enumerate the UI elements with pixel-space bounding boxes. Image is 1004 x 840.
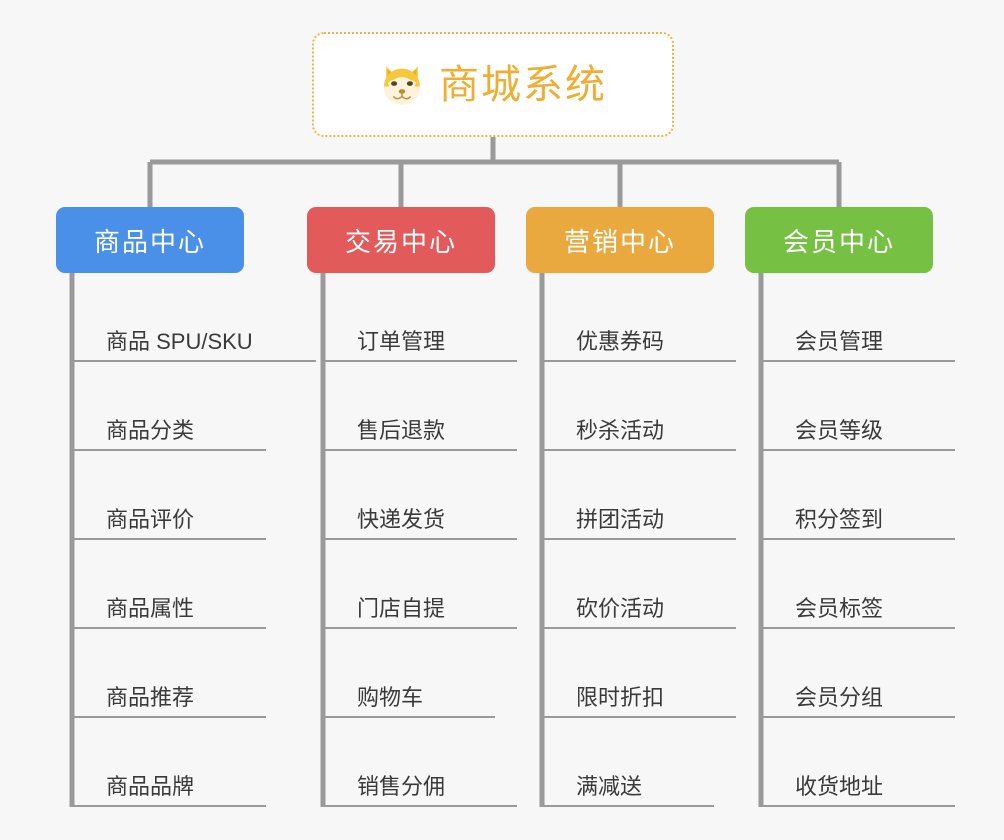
root-title: 商城系统 [439, 62, 607, 107]
leaf-item-label: 门店自提 [323, 596, 517, 629]
leaf-item[interactable]: 商品分类 [72, 362, 316, 451]
leaf-item-label: 商品品牌 [72, 774, 266, 807]
leaf-item-label: 限时折扣 [542, 685, 736, 718]
leaf-item[interactable]: 商品评价 [72, 451, 316, 540]
leaf-item[interactable]: 拼团活动 [542, 451, 736, 540]
leaf-item-label: 订单管理 [323, 329, 517, 362]
category-box-1[interactable]: 商品中心 [56, 207, 244, 273]
leaf-item[interactable]: 满减送 [542, 718, 736, 807]
leaf-column-4: 会员管理会员等级积分签到会员标签会员分组收货地址 [761, 273, 955, 807]
leaf-item[interactable]: 会员分组 [761, 629, 955, 718]
category-label: 会员中心 [782, 226, 895, 257]
leaf-item[interactable]: 商品推荐 [72, 629, 316, 718]
shiba-dog-face-icon [384, 65, 420, 104]
leaf-item[interactable]: 商品属性 [72, 540, 316, 629]
leaf-column-2: 订单管理售后退款快递发货门店自提购物车销售分佣 [323, 273, 517, 807]
root-node[interactable]: 商城系统 [312, 32, 674, 137]
leaf-item-label: 销售分佣 [323, 774, 517, 807]
leaf-item-label: 会员管理 [761, 329, 955, 362]
category-box-2[interactable]: 交易中心 [307, 207, 495, 273]
leaf-item-label: 秒杀活动 [542, 418, 736, 451]
category-box-4[interactable]: 会员中心 [745, 207, 933, 273]
leaf-item[interactable]: 限时折扣 [542, 629, 736, 718]
category-label: 交易中心 [344, 226, 457, 257]
leaf-item-label: 会员标签 [761, 596, 955, 629]
leaf-item-label: 商品属性 [72, 596, 266, 629]
leaf-item-label: 拼团活动 [542, 507, 736, 540]
leaf-item[interactable]: 积分签到 [761, 451, 955, 540]
leaf-item-label: 会员等级 [761, 418, 955, 451]
leaf-item-label: 快递发货 [323, 507, 517, 540]
leaf-item-label: 购物车 [323, 685, 495, 718]
leaf-item[interactable]: 订单管理 [323, 273, 517, 362]
leaf-column-3: 优惠券码秒杀活动拼团活动砍价活动限时折扣满减送 [542, 273, 736, 807]
leaf-item[interactable]: 会员标签 [761, 540, 955, 629]
leaf-item[interactable]: 会员等级 [761, 362, 955, 451]
leaf-item-label: 收货地址 [761, 774, 955, 807]
leaf-item[interactable]: 会员管理 [761, 273, 955, 362]
leaf-item[interactable]: 优惠券码 [542, 273, 736, 362]
leaf-item-label: 商品评价 [72, 507, 266, 540]
leaf-item-label: 商品分类 [72, 418, 266, 451]
leaf-item[interactable]: 商品 SPU/SKU [72, 273, 316, 362]
leaf-item-label: 积分签到 [761, 507, 955, 540]
leaf-item-label: 商品推荐 [72, 685, 266, 718]
category-label: 商品中心 [93, 226, 206, 257]
leaf-item[interactable]: 购物车 [323, 629, 517, 718]
leaf-item-label: 售后退款 [323, 418, 517, 451]
leaf-item-label: 会员分组 [761, 685, 955, 718]
leaf-item-label: 优惠券码 [542, 329, 736, 362]
leaf-item[interactable]: 门店自提 [323, 540, 517, 629]
leaf-item-label: 满减送 [542, 774, 714, 807]
leaf-item[interactable]: 商品品牌 [72, 718, 316, 807]
leaf-item[interactable]: 销售分佣 [323, 718, 517, 807]
leaf-item-label: 砍价活动 [542, 596, 736, 629]
category-label: 营销中心 [563, 226, 676, 257]
category-box-3[interactable]: 营销中心 [526, 207, 714, 273]
leaf-column-1: 商品 SPU/SKU 商品分类商品评价商品属性商品推荐商品品牌 [72, 273, 316, 807]
leaf-item-label: 商品 SPU/SKU [72, 329, 316, 362]
leaf-item[interactable]: 快递发货 [323, 451, 517, 540]
leaf-item[interactable]: 砍价活动 [542, 540, 736, 629]
leaf-item[interactable]: 售后退款 [323, 362, 517, 451]
leaf-item[interactable]: 收货地址 [761, 718, 955, 807]
leaf-item[interactable]: 秒杀活动 [542, 362, 736, 451]
